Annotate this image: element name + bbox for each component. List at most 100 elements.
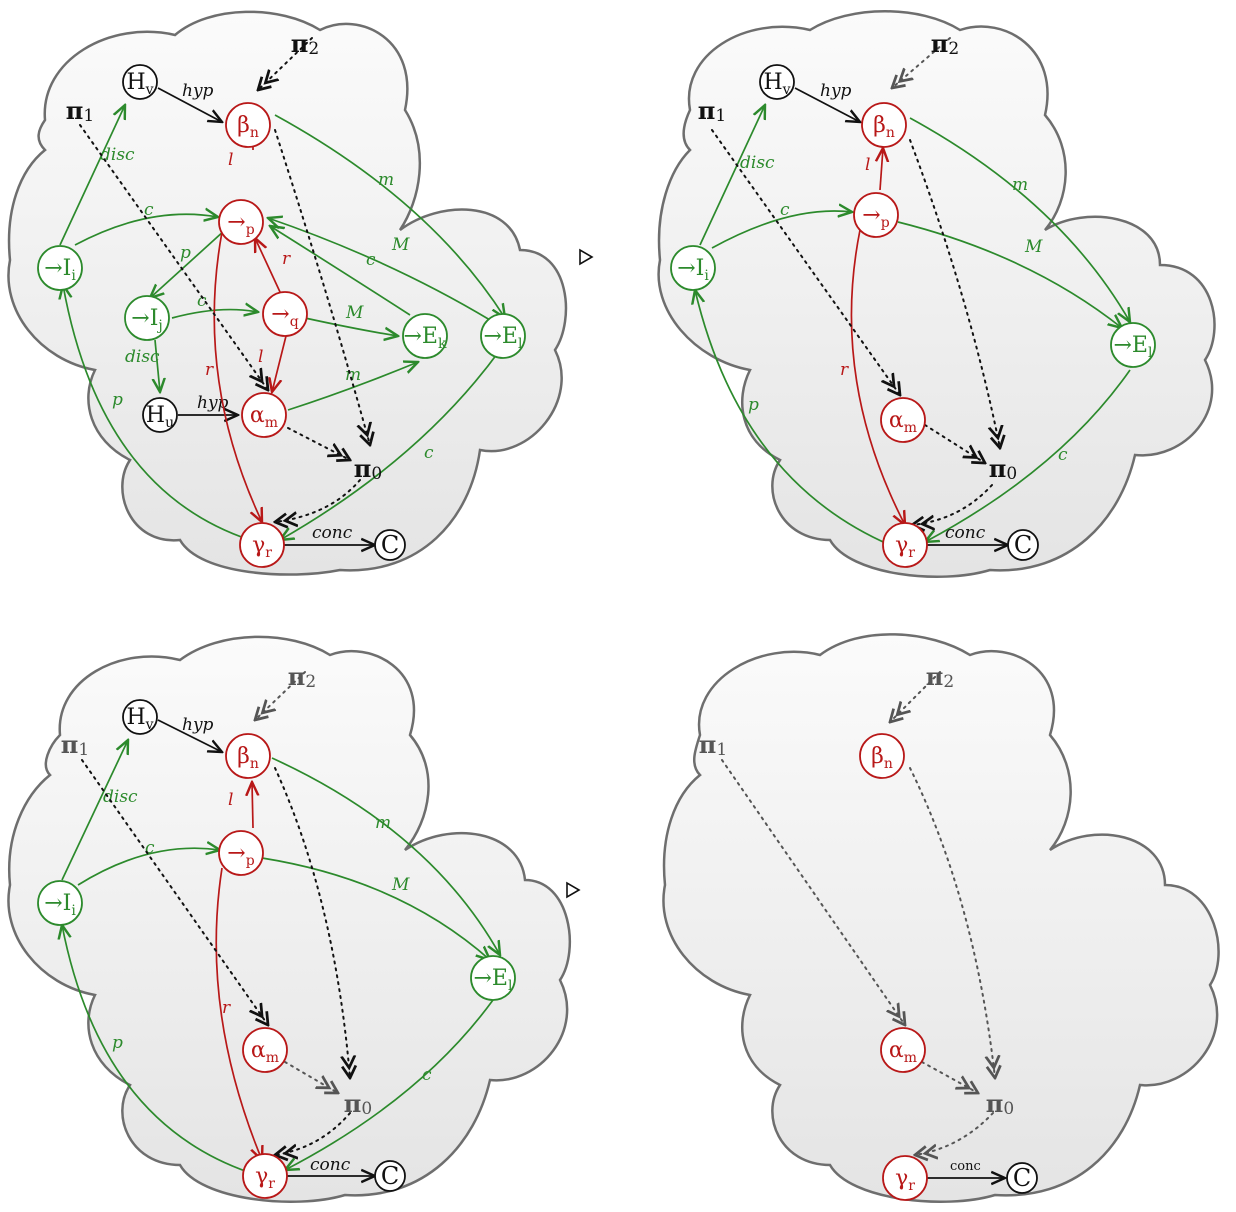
p3-edge-hyp-hv-beta	[157, 719, 222, 752]
p1-edge-hyp-hv-beta	[157, 87, 222, 122]
svg-text:π1: π1	[66, 96, 94, 126]
p2-node-C: C	[1007, 529, 1039, 561]
svg-text:αm: αm	[889, 1038, 917, 1066]
p1-node-E-l: →El	[480, 313, 526, 359]
svg-text:C: C	[381, 531, 399, 559]
p3-edge-c-ii-p	[77, 848, 220, 886]
p1-edge-c-el-gamma	[280, 349, 501, 540]
svg-text:π2: π2	[931, 29, 959, 59]
p2-edge-hyp-hv-beta	[794, 87, 860, 122]
p4-pi2: π2	[926, 662, 954, 692]
p1-edge-disc-ij-hu	[155, 339, 160, 392]
p2-pi2: π2	[931, 29, 959, 59]
svg-text:π0: π0	[989, 454, 1017, 484]
p3-edge-m-beta-el	[271, 757, 500, 955]
p1-node-Hv: Hv	[122, 64, 158, 100]
p2-label-p: p	[748, 395, 759, 415]
svg-text:→El: →El	[484, 324, 524, 352]
p4-label-conc: conc	[950, 1159, 981, 1174]
p1-label-M-q-ek: M	[345, 303, 364, 323]
svg-text:C: C	[1013, 1164, 1031, 1192]
p1-edge-p-p-ij	[150, 229, 226, 298]
p1-label-c-ek-p: c	[366, 250, 376, 270]
p1-edge-c-ek-p	[270, 226, 411, 316]
p1-label-p-gamma-ii: p	[112, 390, 123, 410]
svg-text:π1: π1	[698, 96, 726, 126]
p1-label-M-el-p: M	[391, 235, 410, 255]
p2-dotted-alpha-pi0	[924, 424, 985, 463]
p4-dotted-pi0-gamma	[915, 1112, 994, 1155]
p2-node-gamma-r: γr	[882, 522, 928, 568]
p2-label-M: M	[1024, 237, 1043, 257]
svg-text:→p: →p	[227, 210, 254, 238]
p3-dotted-pi0-gamma	[275, 1112, 351, 1155]
p1-dotted-pi0-gamma	[275, 479, 361, 522]
p3-label-l: l	[228, 790, 233, 810]
p3-node-p: →p	[218, 830, 264, 876]
svg-text:βn: βn	[237, 744, 259, 772]
p1-label-c-el-gamma: c	[424, 443, 434, 463]
p1-edge-M-q-ek	[304, 317, 398, 336]
p3-label-p: p	[112, 1033, 123, 1053]
p1-node-I-i: →Ii	[37, 245, 83, 291]
p1-node-I-j: →Ij	[124, 295, 170, 341]
p1-node-alpha-m: αm	[241, 392, 287, 438]
p3-node-Hv: Hv	[122, 699, 158, 735]
cloud-top-right	[657, 10, 1216, 578]
svg-text:→El: →El	[474, 966, 514, 994]
svg-text:π2: π2	[926, 662, 954, 692]
p2-pi1: π1	[698, 96, 726, 126]
p1-edge-l-q-alpha	[272, 335, 287, 392]
p3-label-hyp: hyp	[182, 715, 214, 735]
svg-text:γr: γr	[895, 1166, 915, 1194]
p4-pi1: π1	[699, 730, 727, 760]
svg-text:γr: γr	[255, 1164, 275, 1192]
p3-label-disc: disc	[103, 787, 138, 807]
p4-node-gamma-r: γr	[882, 1155, 928, 1201]
p3-node-beta-n: βn	[225, 733, 271, 779]
p4-dotted-beta-pi0	[909, 767, 995, 1078]
svg-text:π0: π0	[354, 454, 382, 484]
svg-text:→q: →q	[271, 302, 298, 330]
p3-edge-l-p-beta	[252, 782, 253, 829]
p1-label-p-p-ij: p	[180, 243, 191, 263]
p1-node-p: →p	[218, 199, 264, 245]
svg-text:→Ii: →Ii	[677, 256, 709, 284]
svg-text:βn: βn	[237, 113, 259, 141]
p4-dotted-pi1-alpha	[721, 759, 905, 1025]
cloud-bottom-left	[7, 635, 572, 1203]
p2-label-m: m	[1012, 175, 1028, 195]
p1-pi0: π0	[354, 454, 382, 484]
svg-text:→El: →El	[1114, 333, 1154, 361]
svg-text:→Ii: →Ii	[44, 256, 76, 284]
p2-dotted-pi0-gamma	[912, 484, 993, 525]
svg-text:Hu: Hu	[146, 403, 174, 431]
p1-label-r-q-p: r	[282, 249, 291, 269]
p2-edge-r-p-gamma	[850, 229, 905, 525]
p2-label-hyp: hyp	[820, 81, 852, 101]
p3-node-gamma-r: γr	[242, 1153, 288, 1199]
p3-pi0: π0	[344, 1089, 372, 1119]
separator-triangle-top	[579, 248, 594, 266]
svg-text:π0: π0	[986, 1089, 1014, 1119]
p1-label-c-ii-p: c	[144, 200, 154, 220]
svg-text:→Ek: →Ek	[404, 324, 448, 352]
p1-edge-c-ij-q	[171, 310, 258, 319]
p3-edge-M-p-el	[261, 857, 490, 960]
svg-text:→p: →p	[862, 203, 889, 231]
p2-label-c-el-gamma: c	[1058, 445, 1068, 465]
p1-label-m-alpha-ek: m	[345, 365, 361, 385]
p1-edge-m-beta-el	[274, 114, 505, 318]
svg-text:αm: αm	[251, 1038, 279, 1066]
p1-label-m-beta-el: m	[378, 170, 394, 190]
p1-dotted-pi2-beta	[258, 37, 313, 90]
p3-pi2: π2	[288, 662, 316, 692]
p4-pi0: π0	[986, 1089, 1014, 1119]
svg-text:Hv: Hv	[763, 70, 790, 98]
p3-dotted-alpha-pi0	[284, 1061, 338, 1093]
p1-node-q: →q	[262, 291, 308, 337]
p4-node-C: C	[1006, 1162, 1038, 1194]
p2-node-alpha-m: αm	[880, 397, 926, 443]
